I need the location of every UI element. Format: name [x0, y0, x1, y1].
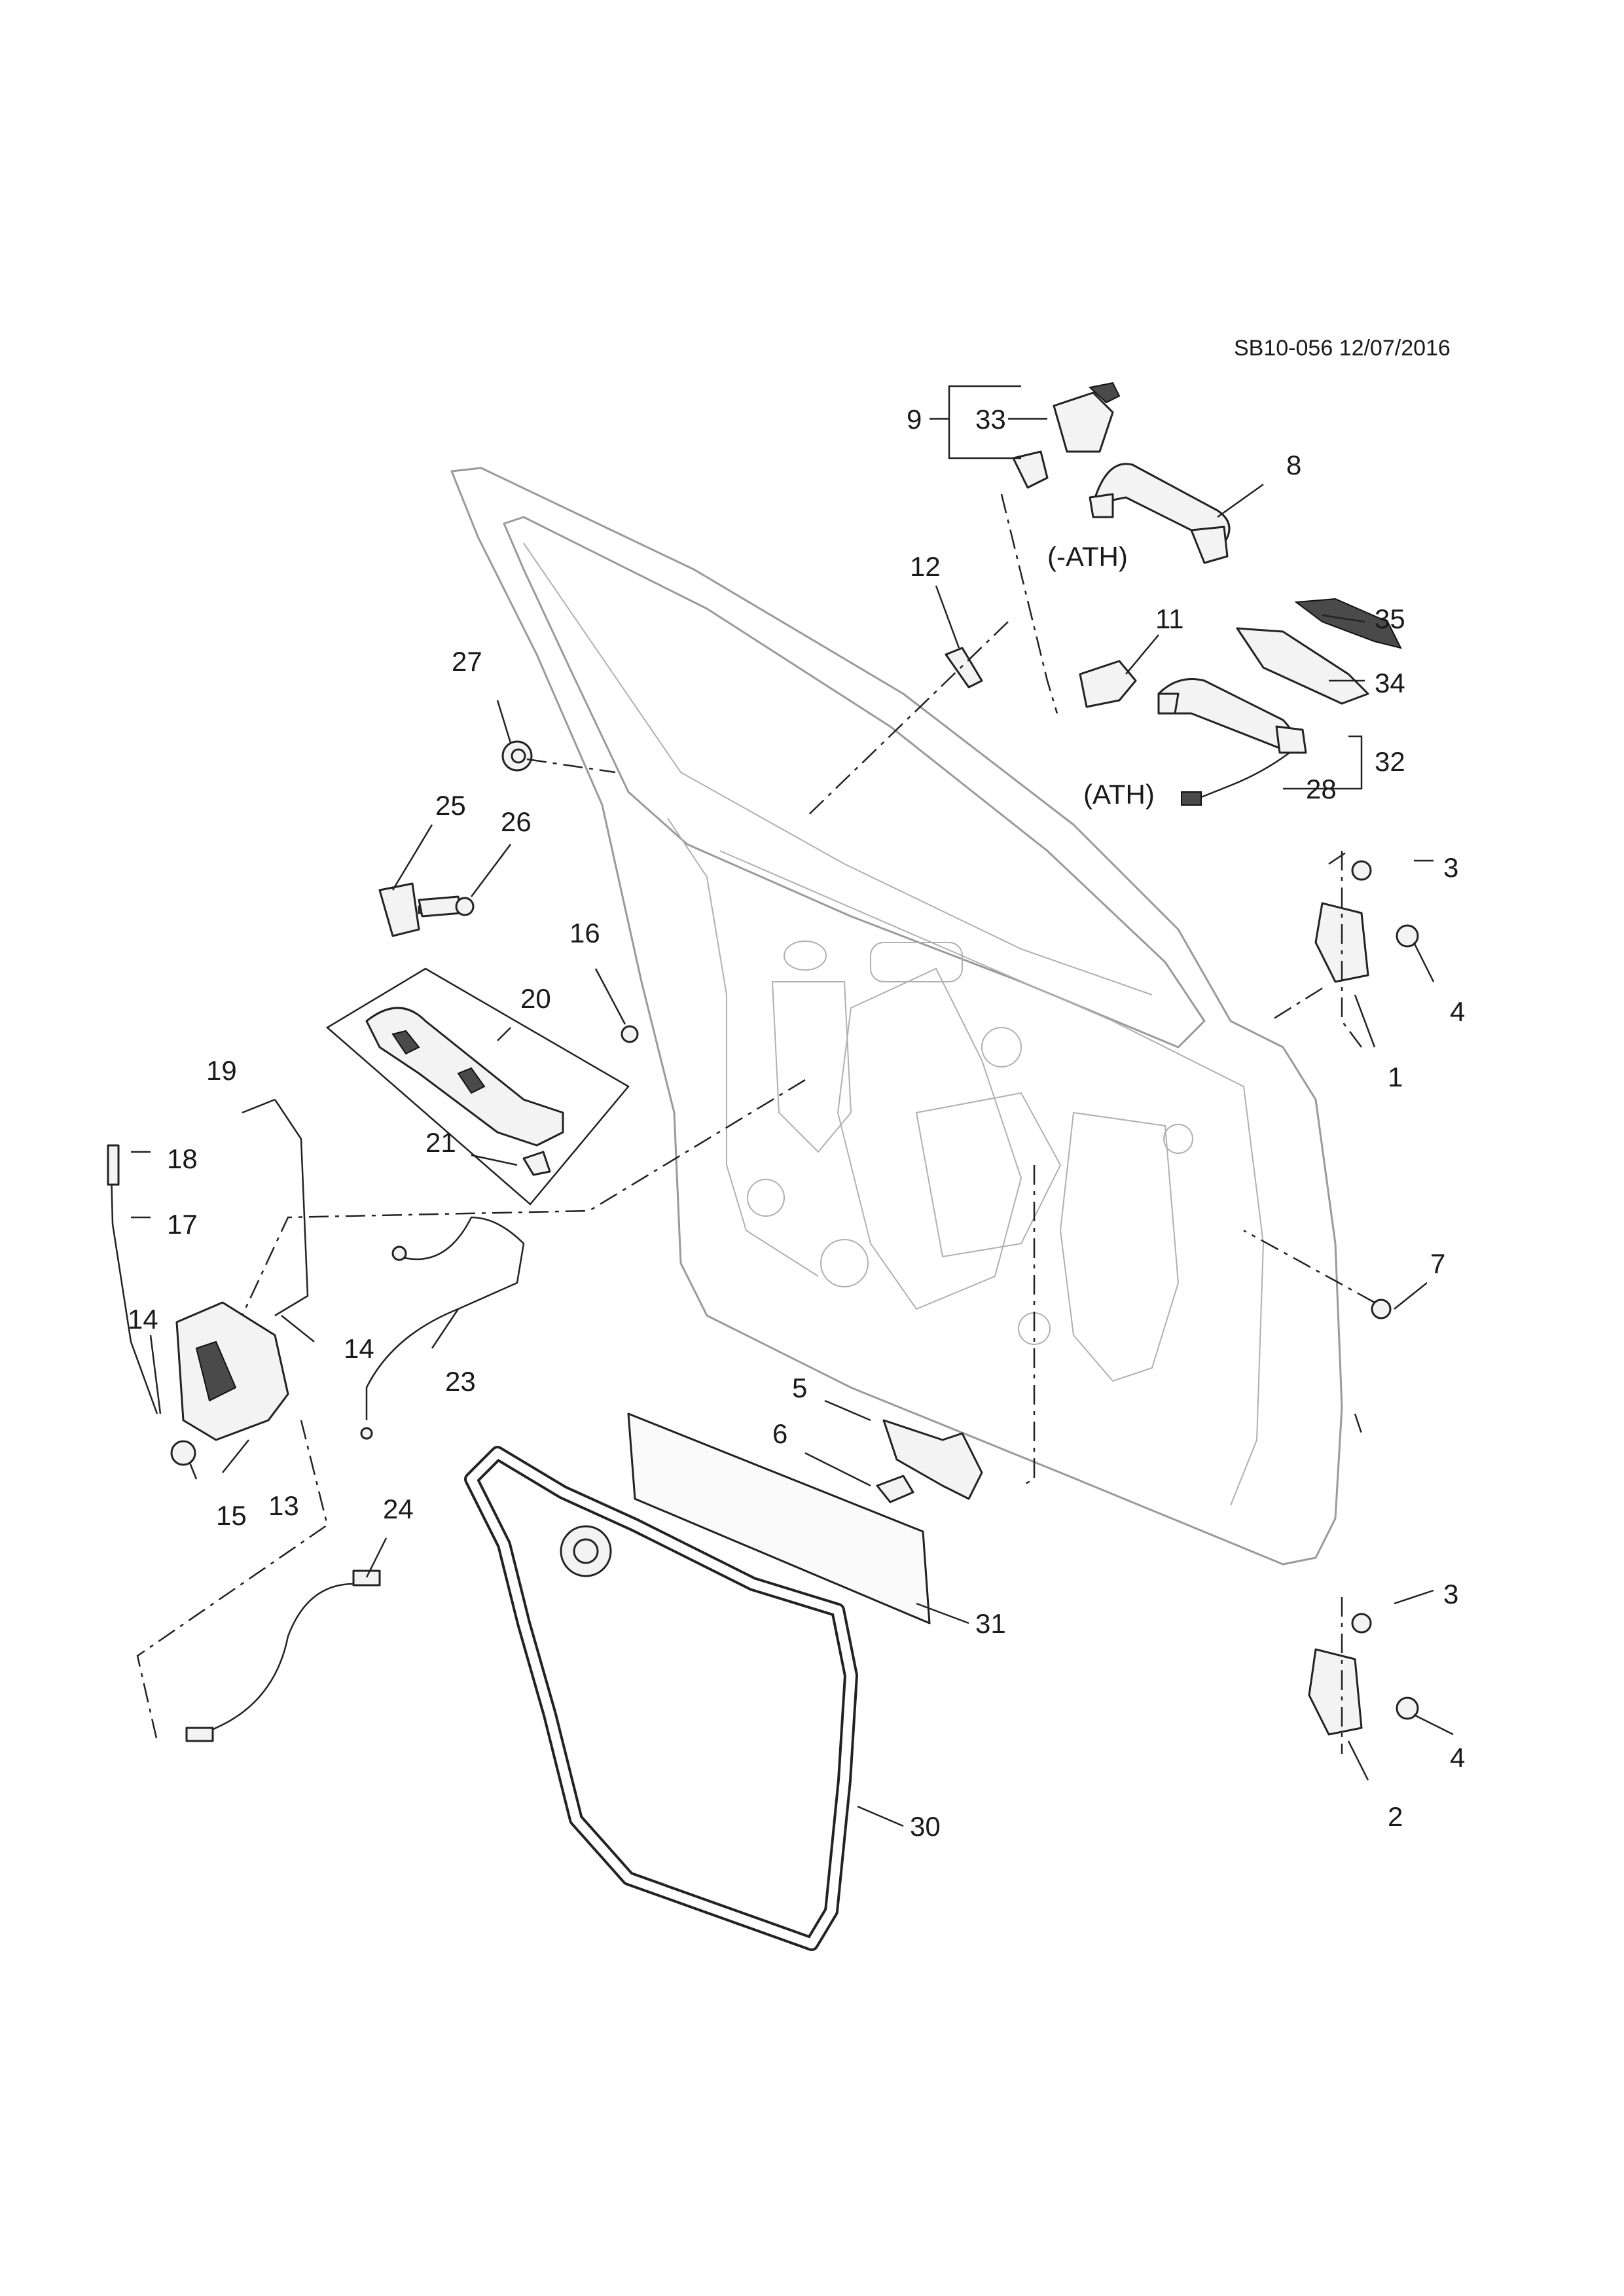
callout-15: 15 — [216, 1500, 247, 1531]
handle-cap-11 — [1079, 660, 1137, 708]
callout-11: 11 — [1155, 603, 1184, 634]
callout-32: 32 — [1375, 746, 1405, 777]
callout-35: 35 — [1375, 603, 1405, 634]
callout-13: 13 — [268, 1490, 299, 1521]
callout-3-upper: 3 — [1443, 852, 1458, 883]
cable-23 — [360, 1216, 525, 1440]
door-seal-30 — [464, 1446, 858, 1951]
diagram-reference: SB10-056 12/07/2016 — [1234, 336, 1451, 361]
callout-5: 5 — [792, 1372, 807, 1403]
callout-30: 30 — [910, 1811, 941, 1842]
outside-handle-ath — [1157, 678, 1307, 806]
rod-17-18 — [107, 1144, 158, 1414]
callout-17: 17 — [167, 1209, 198, 1240]
leader-lines — [131, 385, 1454, 1827]
callout-12: 12 — [910, 551, 941, 582]
door-check-link — [876, 1419, 983, 1503]
callout-2: 2 — [1388, 1801, 1403, 1832]
callout-3-lower: 3 — [1443, 1579, 1458, 1609]
callout-25: 25 — [435, 790, 466, 821]
bolt-26 — [418, 895, 475, 918]
callout-4-upper: 4 — [1450, 996, 1465, 1027]
outside-handle-non-ath — [1089, 463, 1231, 564]
water-shield-31 — [627, 1412, 931, 1624]
callout-4-lower: 4 — [1450, 1742, 1465, 1773]
callout-23: 23 — [445, 1366, 476, 1397]
grommet-27 — [501, 740, 533, 772]
callout-21: 21 — [425, 1127, 456, 1158]
callout-9: 9 — [907, 404, 922, 435]
cable-24 — [185, 1570, 381, 1742]
callout-26: 26 — [501, 806, 532, 837]
callout-14-left: 14 — [128, 1304, 158, 1335]
bolt-7 — [1371, 1299, 1392, 1319]
callout-6: 6 — [772, 1418, 787, 1449]
door-shell — [450, 467, 1343, 1566]
callout-24: 24 — [383, 1494, 414, 1524]
callout-31: 31 — [975, 1608, 1006, 1639]
callout-33: 33 — [975, 404, 1006, 435]
callout-19: 19 — [206, 1055, 237, 1086]
note-without-ath: (-ATH) — [1047, 541, 1128, 572]
note-with-ath: (ATH) — [1083, 779, 1155, 810]
callout-18: 18 — [167, 1143, 198, 1174]
screw-16 — [621, 1025, 639, 1043]
callout-7: 7 — [1430, 1248, 1445, 1279]
assembly-lines — [136, 493, 1375, 1754]
inside-handle-box — [325, 967, 630, 1206]
rod-19 — [274, 1099, 309, 1317]
latch-13 — [175, 1301, 289, 1441]
callout-8: 8 — [1286, 450, 1301, 480]
callout-1: 1 — [1388, 1062, 1403, 1092]
callout-34: 34 — [1375, 668, 1405, 698]
callout-16: 16 — [569, 918, 600, 948]
bolt-15 — [170, 1440, 196, 1466]
callout-27: 27 — [452, 646, 482, 677]
callout-20: 20 — [520, 983, 551, 1014]
handle-trim-35 — [1294, 598, 1402, 649]
callout-14-right: 14 — [344, 1333, 374, 1364]
handle-seal-12 — [945, 647, 983, 689]
callout-28: 28 — [1306, 774, 1337, 804]
handle-cap-assembly — [1012, 382, 1121, 489]
lower-hinge — [1308, 1613, 1419, 1736]
upper-hinge — [1314, 860, 1419, 983]
handle-bezel-34 — [1236, 627, 1369, 705]
